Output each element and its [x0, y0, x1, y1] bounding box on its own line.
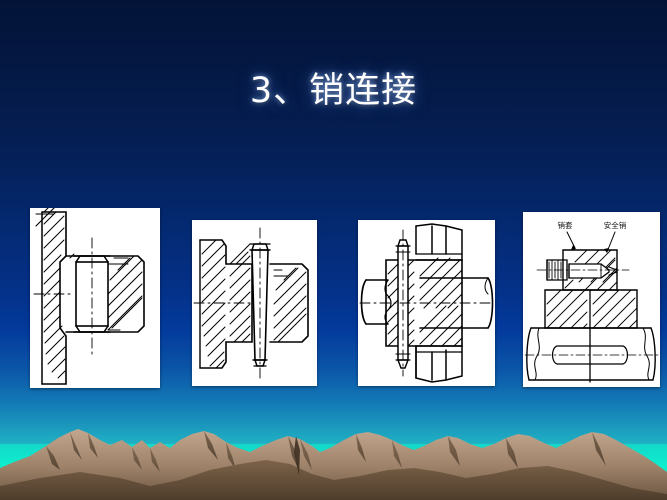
figure-cylindrical-pin-connection: [30, 208, 160, 388]
label-pin-bushing: 销套: [558, 220, 573, 230]
figure-taper-pin-connection: [192, 220, 317, 386]
figure-pin-shaft-hub-connection: [358, 220, 495, 386]
page-title: 3、销连接: [249, 71, 418, 111]
hatching-left-body: [35, 208, 55, 227]
background-mountain-silhouette: [0, 390, 667, 500]
label-safety-pin: 安全销: [604, 220, 627, 230]
figure-safety-shear-pin-coupling: 销套 安全销: [523, 212, 660, 387]
